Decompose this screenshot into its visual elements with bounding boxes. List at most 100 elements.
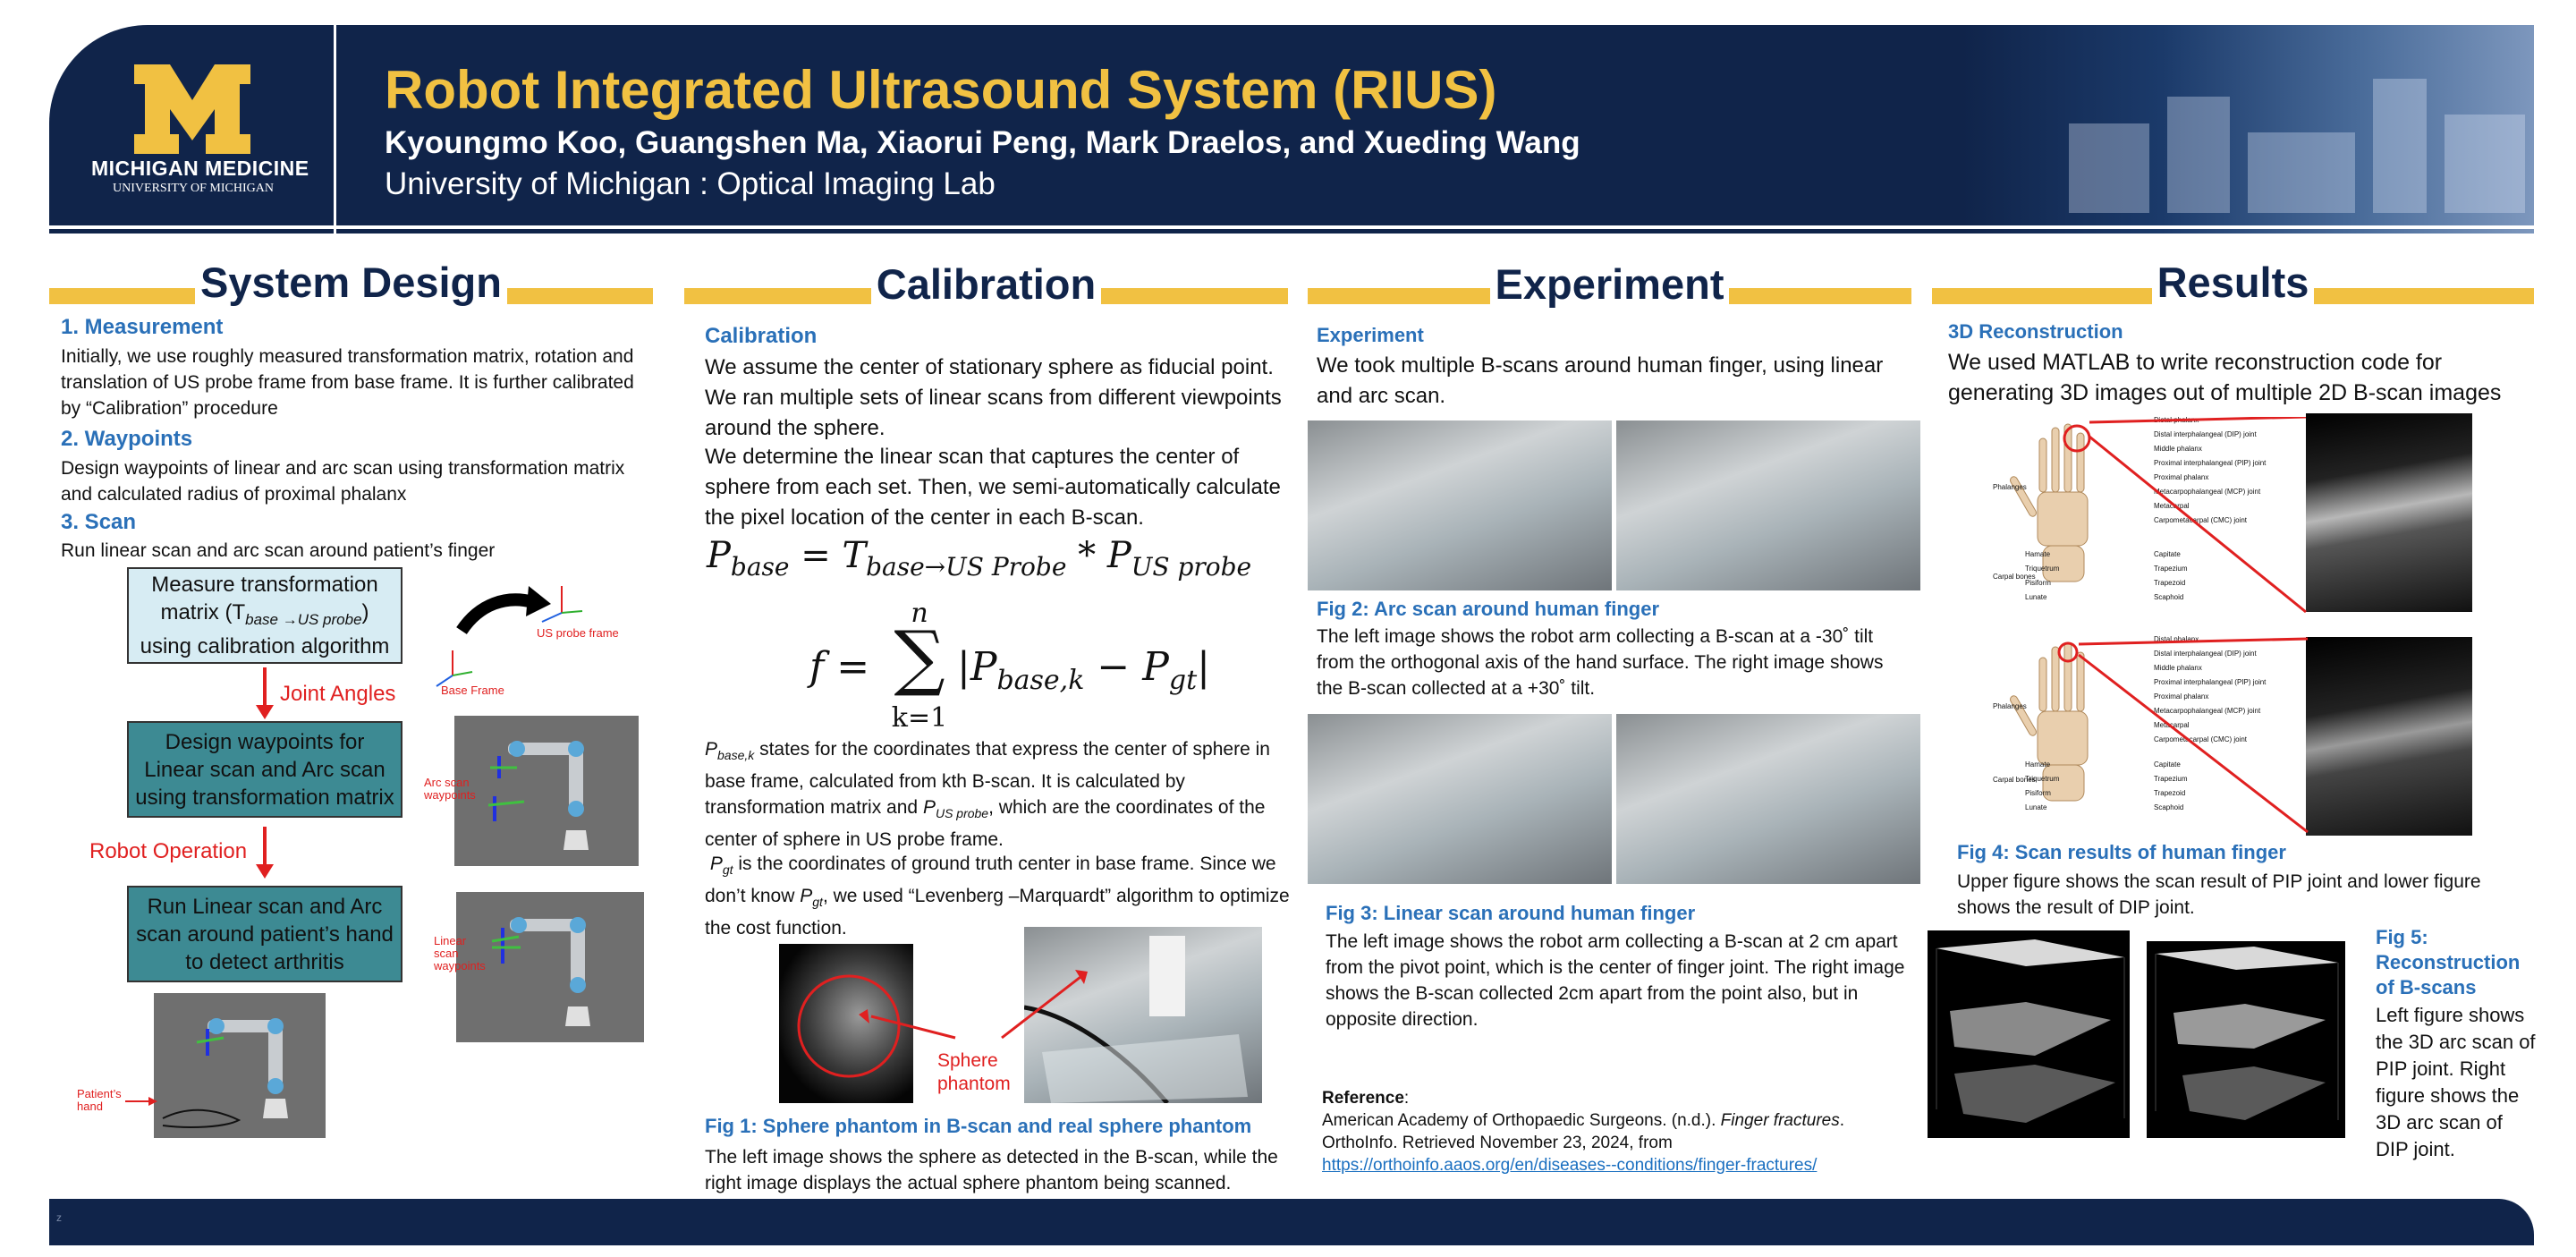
hand-label: Pisiform xyxy=(2025,579,2051,587)
fig1-description: The left image shows the sphere as detec… xyxy=(705,1147,1278,1193)
hand-label: Scaphoid xyxy=(2154,803,2184,811)
linear-scan-waypoints-label: Linear scan waypoints xyxy=(434,934,486,972)
hand-labels-left: Hamate Triquetrum Pisiform Lunate xyxy=(2025,548,2059,605)
section-title-system-design: System Design xyxy=(195,259,507,306)
flow-box-measure-close: ) xyxy=(361,599,369,624)
subheading-waypoints: 2. Waypoints xyxy=(61,427,193,451)
subheading-calibration: Calibration xyxy=(705,324,818,348)
logo-subtitle: UNIVERSITY OF MICHIGAN xyxy=(113,182,274,195)
hand-label: Lunate xyxy=(2025,593,2047,601)
hand-label: Capitate xyxy=(2154,550,2181,558)
eq2-sum-bottom: k=1 xyxy=(891,702,948,734)
hand-label: Triquetrum xyxy=(2025,565,2060,573)
hand-label: Trapezium xyxy=(2154,775,2188,783)
eq2-sub-base-k: base,k xyxy=(996,664,1085,696)
hand-label: Proximal phalanx xyxy=(2154,473,2209,481)
eq1-lhs-sub: base xyxy=(730,552,790,582)
fig3-caption: Fig 3: Linear scan around human finger xyxy=(1326,902,1696,924)
eq1-t: T xyxy=(842,535,867,576)
fig4-caption: Fig 4: Scan results of human finger xyxy=(1957,841,2286,863)
hand-label: Hamate xyxy=(2025,550,2051,558)
flow-box-run-scan: Run Linear scan and Arc scan around pati… xyxy=(127,886,402,982)
hand-label: Distal interphalangeal (DIP) joint xyxy=(2154,430,2257,438)
hand-label: Metacarpophalangeal (MCP) joint xyxy=(2154,488,2261,496)
reference-label: Reference xyxy=(1322,1089,1404,1108)
hand-label: Capitate xyxy=(2154,760,2181,769)
sphere-outline xyxy=(797,974,901,1078)
poster-footer: z xyxy=(49,1199,2534,1245)
header-divider xyxy=(49,225,2534,229)
p4-text-b: , we used “Levenberg –Marquardt” algorit… xyxy=(705,886,1290,939)
hand-label-phalanges: Phalanges xyxy=(1993,483,2027,491)
subheading-scan: 3. Scan xyxy=(61,510,137,534)
equation-transform: Pbase = Tbase→US Probe * PUS probe xyxy=(707,535,1251,582)
fig3-description: The left image shows the robot arm colle… xyxy=(1326,931,1905,1030)
fig2-description: The left image shows the robot arm colle… xyxy=(1317,626,1884,699)
coordinate-frames-diagram xyxy=(436,586,583,687)
sphere-pointer-arrows xyxy=(859,970,1088,1040)
hand-skeleton-illustration xyxy=(2010,423,2091,582)
poster-authors: Kyoungmo Koo, Guangshen Ma, Xiaorui Peng… xyxy=(385,125,1580,160)
eq2-sum-top: n xyxy=(911,598,928,629)
robot-operation-label: Robot Operation xyxy=(89,839,248,863)
waypoints-text: Design waypoints of linear and arc scan … xyxy=(61,458,625,505)
arc-scan-photo-right xyxy=(1616,420,1920,590)
p3-symbol-2-sub: US probe xyxy=(935,806,989,821)
section-header: System Design xyxy=(49,258,653,307)
section-header: Calibration xyxy=(684,259,1288,309)
results-paragraph: We used MATLAB to write reconstruction c… xyxy=(1948,350,2502,405)
fig5-description: Left figure shows the 3D arc scan of PIP… xyxy=(2376,1004,2536,1160)
hand-label: Trapezoid xyxy=(2154,579,2186,587)
hand-labels-bottom-right-2: Capitate Trapezium Trapezoid Scaphoid xyxy=(2154,758,2188,815)
hand-label: Distal interphalangeal (DIP) joint xyxy=(2154,650,2257,658)
calibration-paragraph-2: We determine the linear scan that captur… xyxy=(705,445,1281,530)
section-title-results: Results xyxy=(2151,259,2315,306)
equation-cost-f: f = xyxy=(809,644,870,690)
flow-box-measure-line2: matrix (Tbase →US probe) xyxy=(160,599,369,633)
eq2-sigma: ∑ xyxy=(894,616,945,699)
patients-hand-arrow xyxy=(125,1097,157,1106)
section-title-calibration: Calibration xyxy=(870,260,1102,308)
hand-label: Trapezium xyxy=(2154,565,2188,573)
fig1-caption: Fig 1: Sphere phantom in B-scan and real… xyxy=(705,1115,1252,1137)
hand-label: Carpometacarpal (CMC) joint xyxy=(2154,735,2248,743)
hand-label: Middle phalanx xyxy=(2154,445,2202,453)
subheading-measurement: 1. Measurement xyxy=(61,315,224,339)
section-header: Experiment xyxy=(1308,259,1911,309)
sphere-label-1: Sphere xyxy=(937,1050,998,1071)
reference-text-a: American Academy of Orthopaedic Surgeons… xyxy=(1322,1111,1721,1130)
pip-bscan-image xyxy=(2306,413,2472,612)
p3-text-b: , which are the coordinates of the cente… xyxy=(705,797,1266,851)
hand-anatomy-diagram-dip: Distal phalanx Distal interphalangeal (D… xyxy=(1984,631,2306,835)
measurement-text: Initially, we use roughly measured trans… xyxy=(61,346,634,419)
base-frame-label: Base Frame xyxy=(441,684,504,697)
p4-text-a: is the coordinates of ground truth cente… xyxy=(705,854,1276,907)
reference-link[interactable]: https://orthoinfo.aaos.org/en/diseases--… xyxy=(1322,1156,1818,1175)
flow-box-measure-line1: Measure transformation xyxy=(151,572,378,597)
hand-label: Hamate xyxy=(2025,760,2051,769)
reference-block: Reference: American Academy of Orthopaed… xyxy=(1322,1089,1844,1175)
dip-3d-volume xyxy=(2155,947,2339,1120)
hand-labels-bottom-right: Capitate Trapezium Trapezoid Scaphoid xyxy=(2154,548,2188,605)
eq1-p: P xyxy=(1106,535,1131,576)
hand-label: Proximal phalanx xyxy=(2154,692,2209,701)
campus-photo xyxy=(1962,25,2534,234)
linear-scan-robot-plot xyxy=(456,892,644,1042)
arc-scan-robot-plot xyxy=(454,716,639,866)
robot-arm-illustration-2 xyxy=(491,917,590,1026)
fig4-description: Upper figure shows the scan result of PI… xyxy=(1957,871,2481,918)
hand-label: Middle phalanx xyxy=(2154,664,2202,672)
hand-label: Carpometacarpal (CMC) joint xyxy=(2154,516,2248,524)
sphere-bscan-image xyxy=(779,944,913,1103)
phantom-photo-shapes xyxy=(1024,936,1248,1103)
subheading-3d-reconstruction: 3D Reconstruction xyxy=(1948,320,2123,343)
section-header: Results xyxy=(1932,258,2534,307)
subheading-experiment: Experiment xyxy=(1317,324,1424,346)
flow-box-waypoints: Design waypoints for Linear scan and Arc… xyxy=(127,721,402,818)
hand-label: Proximal interphalangeal (PIP) joint xyxy=(2154,678,2267,686)
eq1-lhs: P xyxy=(707,535,731,576)
sphere-label-2: phantom xyxy=(937,1074,1011,1094)
calibration-paragraph-3: Pbase,k states for the coordinates that … xyxy=(705,736,1300,853)
arc-scan-photo-left xyxy=(1308,420,1612,590)
eq2-abs-open: |P xyxy=(957,644,997,690)
